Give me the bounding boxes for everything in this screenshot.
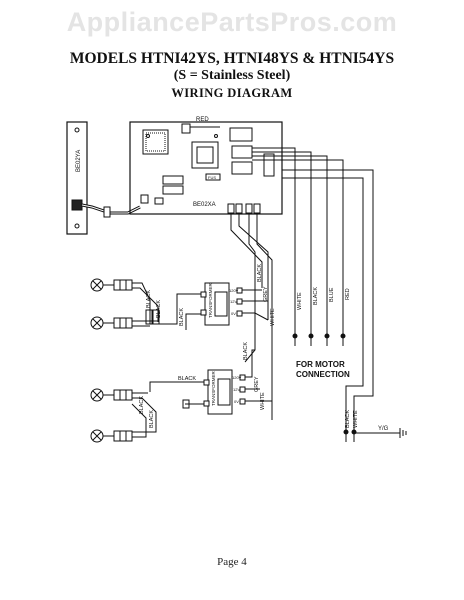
models-title: MODELS HTNI42YS, HTNI48YS & HTNI54YS	[69, 50, 395, 67]
motor-connection-line1: FOR MOTOR	[296, 360, 345, 369]
label-black-g1b: BLACK	[156, 300, 162, 318]
stainless-note: (S = Stainless Steel)	[173, 68, 291, 83]
transformer-1-0v: 0V	[231, 311, 236, 316]
remote-board-be02ya	[66, 121, 88, 235]
label-grey-2: GREY	[254, 376, 260, 392]
transformer-2	[207, 369, 233, 415]
transformer-1	[204, 282, 230, 326]
transformer-2-label: TRANSFORMER	[211, 371, 216, 407]
label-black-g2b: BLACK	[149, 410, 155, 428]
label-grey-1: GREY	[263, 286, 269, 302]
watermark: AppliancePartsPros.com	[66, 7, 398, 37]
transformer-2-120v: 120V	[232, 375, 242, 380]
transformer-1-label: TRANSFORMER	[208, 283, 213, 319]
label-motor-blue: BLUE	[329, 287, 335, 302]
label-be02ya: BE02YA	[76, 150, 82, 172]
control-board-be02xa	[129, 121, 283, 215]
label-black-g1a: BLACK	[146, 290, 152, 308]
label-white-2: WHITE	[260, 392, 266, 410]
label-ground-white: WHITE	[353, 410, 359, 428]
transformer-1-120v: 120V	[229, 288, 239, 293]
label-black-t2: BLACK	[178, 376, 196, 382]
label-ground-black: BLACK	[345, 410, 351, 428]
label-white-1: WHITE	[270, 308, 276, 326]
label-black-up2: BLACK	[243, 342, 249, 360]
transformer-2-12v: 12V	[233, 387, 240, 392]
label-yg: Y/G	[378, 426, 389, 432]
diagram-title: WIRING DIAGRAM	[171, 86, 293, 100]
label-fuse: FUS	[208, 175, 216, 180]
label-black-up1: BLACK	[257, 264, 263, 282]
page-number: Page 4	[217, 556, 247, 568]
motor-connection-line2: CONNECTION	[296, 370, 350, 379]
transformer-2-0v: 0V	[234, 399, 239, 404]
label-red: RED	[196, 117, 209, 123]
label-motor-black: BLACK	[313, 287, 319, 305]
label-black-g2a: BLACK	[139, 396, 145, 414]
label-black-t1: BLACK	[179, 308, 185, 326]
label-motor-red: RED	[345, 288, 351, 300]
transformer-1-12v: 12V	[230, 299, 237, 304]
label-motor-white: WHITE	[297, 292, 303, 310]
label-be02xa: BE02XA	[193, 202, 216, 208]
